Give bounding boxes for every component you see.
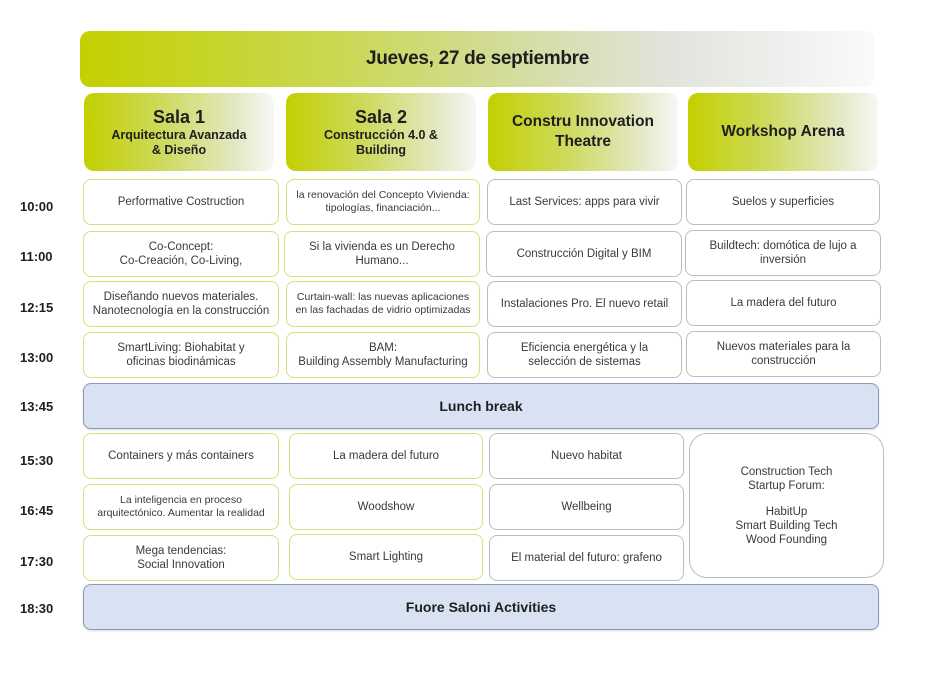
- session-title: Humano...: [355, 255, 409, 267]
- session-title: tipologías, financiación...: [325, 202, 441, 214]
- time-label: 18:30: [20, 601, 54, 616]
- time-label: 10:00: [20, 199, 54, 214]
- session-title: SmartLiving: Biohabitat y: [117, 342, 245, 354]
- session-cell[interactable]: Smart Lighting: [289, 534, 483, 580]
- session-title: Nanotecnología en la construcción: [92, 305, 270, 317]
- session-title: Buildtech: domótica de lujo a: [709, 240, 857, 252]
- session-cell[interactable]: Suelos y superficies: [686, 179, 880, 225]
- session-title: El material del futuro: grafeno: [511, 552, 662, 564]
- session-title: La inteligencia en proceso: [119, 494, 242, 506]
- startup-forum-cell[interactable]: Construction Tech Startup Forum: HabitUp…: [689, 433, 884, 578]
- session-title: Last Services: apps para vivir: [509, 196, 660, 208]
- time-label: 16:45: [20, 503, 54, 518]
- room-header-sala-1: Sala 1 Arquitectura Avanzada & Diseño: [84, 93, 274, 171]
- session-cell[interactable]: La madera del futuro: [686, 280, 881, 326]
- session-title: BAM:: [368, 342, 398, 354]
- room-subtitle: Arquitectura Avanzada: [111, 127, 247, 142]
- session-cell[interactable]: la renovación del Concepto Vivienda:tipo…: [286, 179, 480, 225]
- room-name: Sala 1: [152, 106, 206, 127]
- session-title: La madera del futuro: [332, 450, 440, 462]
- session-title: La madera del futuro: [730, 297, 837, 309]
- lunch-break-label: Lunch break: [439, 398, 523, 414]
- session-title: en las fachadas de vidrio optimizadas: [295, 304, 471, 316]
- room-subtitle: Construcción 4.0 &: [324, 127, 438, 142]
- session-cell[interactable]: La madera del futuro: [289, 433, 483, 479]
- room-subtitle: & Diseño: [151, 142, 207, 157]
- session-cell[interactable]: Wellbeing: [489, 484, 684, 530]
- session-title: Co-Creación, Co-Living,: [119, 255, 243, 267]
- session-title: construcción: [751, 355, 816, 367]
- session-title: Instalaciones Pro. El nuevo retail: [500, 298, 669, 310]
- session-title: Building Assembly Manufacturing: [298, 356, 468, 368]
- room-name: Theatre: [555, 133, 611, 150]
- session-title: Social Innovation: [137, 559, 225, 571]
- session-title: Si la vivienda es un Derecho: [309, 241, 455, 253]
- session-cell[interactable]: Woodshow: [289, 484, 483, 530]
- session-title: Curtain-wall: las nuevas aplicaciones: [296, 291, 470, 303]
- session-cell[interactable]: Nuevos materiales para la construcción: [686, 331, 881, 377]
- day-banner: Jueves, 27 de septiembre: [80, 31, 875, 87]
- session-cell[interactable]: El material del futuro: grafeno: [489, 535, 684, 581]
- session-title: oficinas biodinámicas: [126, 356, 236, 368]
- room-name: Workshop Arena: [721, 123, 845, 140]
- room-name: Sala 2: [354, 106, 408, 127]
- session-title: Woodshow: [357, 501, 415, 513]
- time-label: 12:15: [20, 300, 54, 315]
- room-header-workshop-arena: Workshop Arena: [688, 93, 878, 171]
- session-title: Containers y más containers: [108, 450, 254, 462]
- evening-activities-label: Fuore Saloni Activities: [405, 599, 557, 615]
- session-cell[interactable]: Construcción Digital y BIM: [486, 231, 682, 277]
- forum-item: HabitUp: [765, 505, 808, 518]
- session-cell[interactable]: Containers y más containers: [83, 433, 279, 479]
- session-cell[interactable]: Co-Concept: Co-Creación, Co-Living,: [83, 231, 279, 277]
- session-cell[interactable]: Buildtech: domótica de lujo a inversión: [685, 230, 881, 276]
- room-subtitle: Building: [356, 142, 406, 157]
- session-title: Eficiencia energética y la: [520, 342, 649, 354]
- day-title: Jueves, 27 de septiembre: [365, 48, 590, 69]
- forum-item: Wood Founding: [746, 533, 827, 546]
- session-title: arquitectónico. Aumentar la realidad: [97, 507, 265, 519]
- session-title: la renovación del Concepto Vivienda:: [296, 189, 470, 201]
- room-name: Constru Innovation: [511, 113, 655, 130]
- session-cell[interactable]: Performative Costruction: [83, 179, 279, 225]
- session-title: Construcción Digital y BIM: [516, 248, 652, 260]
- session-title: Wellbeing: [561, 501, 612, 513]
- forum-title: Construction Tech: [740, 465, 833, 478]
- lunch-break-bar: Lunch break: [83, 383, 879, 429]
- room-header-sala-2: Sala 2 Construcción 4.0 & Building: [286, 93, 476, 171]
- session-title: Co-Concept:: [148, 241, 214, 253]
- time-label: 11:00: [20, 249, 53, 264]
- forum-title: Startup Forum:: [748, 479, 825, 492]
- session-title: Diseñando nuevos materiales.: [103, 291, 259, 303]
- session-cell[interactable]: Diseñando nuevos materiales. Nanotecnolog…: [83, 281, 279, 327]
- session-cell[interactable]: SmartLiving: Biohabitat y oficinas biodin…: [83, 332, 279, 378]
- session-title: selección de sistemas: [528, 356, 641, 368]
- session-title: Smart Lighting: [348, 551, 424, 563]
- session-title: Performative Costruction: [117, 196, 245, 208]
- session-title: Nuevos materiales para la: [716, 341, 851, 353]
- session-cell[interactable]: Instalaciones Pro. El nuevo retail: [487, 281, 682, 327]
- session-cell[interactable]: Mega tendencias: Social Innovation: [83, 535, 279, 581]
- session-cell[interactable]: Last Services: apps para vivir: [487, 179, 682, 225]
- session-title: Mega tendencias:: [135, 545, 227, 557]
- session-title: Suelos y superficies: [731, 196, 835, 208]
- session-cell[interactable]: Nuevo habitat: [489, 433, 684, 479]
- time-label: 13:45: [20, 399, 54, 414]
- time-label: 17:30: [20, 554, 54, 569]
- time-label: 13:00: [20, 350, 54, 365]
- forum-item: Smart Building Tech: [735, 519, 838, 532]
- session-cell[interactable]: Eficiencia energética y la selección de s…: [487, 332, 682, 378]
- session-title: inversión: [759, 254, 806, 266]
- session-cell[interactable]: BAM: Building Assembly Manufacturing: [286, 332, 480, 378]
- time-label: 15:30: [20, 453, 54, 468]
- room-header-constru-innovation-theatre: Constru Innovation Theatre: [488, 93, 678, 171]
- session-title: Nuevo habitat: [551, 450, 622, 462]
- evening-activities-bar: Fuore Saloni Activities: [83, 584, 879, 630]
